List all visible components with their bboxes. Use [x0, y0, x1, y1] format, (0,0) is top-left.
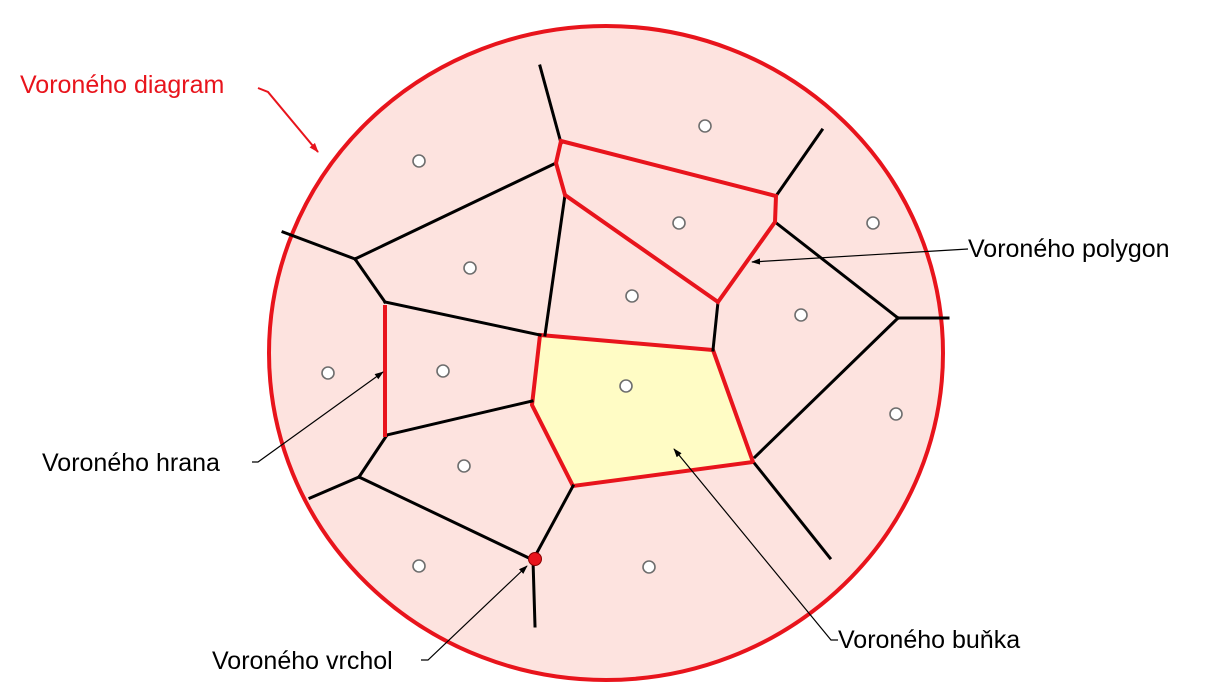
label-voronoi-edge: Voroného hrana [42, 449, 220, 477]
voronoi-edge [531, 558, 537, 628]
voronoi-polygon-outline [553, 138, 779, 305]
voronoi-edge [752, 315, 901, 460]
voronoi-cell-highlighted [529, 332, 756, 489]
site-point [698, 119, 712, 133]
voronoi-edge [385, 399, 534, 437]
leader-edge [252, 371, 384, 463]
site-point [436, 364, 450, 378]
voronoi-edge [530, 483, 576, 563]
site-point [619, 379, 633, 393]
voronoi-edge [281, 230, 357, 261]
site-point [794, 308, 808, 322]
site-point [412, 154, 426, 168]
voronoi-edge [543, 193, 567, 337]
voronoi-vertex-marker [528, 552, 542, 566]
site-point [672, 216, 686, 230]
leader-lines [252, 87, 969, 661]
label-voronoi-polygon: Voroného polygon [968, 235, 1170, 263]
leader-vertex [421, 565, 528, 661]
site-point [866, 216, 880, 230]
leader-polygon [751, 248, 969, 265]
leader-cell [673, 448, 838, 641]
site-point [457, 459, 471, 473]
voronoi-edges [281, 64, 950, 628]
voronoi-edge [383, 300, 542, 337]
site-point [642, 560, 656, 574]
voronoi-edge [773, 127, 825, 199]
label-voronoi-vertex: Voroného vrchol [212, 647, 393, 675]
leader-diagram [257, 87, 319, 153]
voronoi-sites [321, 119, 903, 574]
site-point [321, 366, 335, 380]
site-point [463, 261, 477, 275]
voronoi-edge [357, 475, 535, 562]
voronoi-edge [772, 219, 901, 321]
voronoi-edge [538, 64, 563, 145]
site-point [412, 559, 426, 573]
voronoi-edge [352, 256, 388, 305]
voronoi-edge [752, 461, 833, 561]
site-point [889, 407, 903, 421]
label-voronoi-cell: Voroného buňka [838, 626, 1020, 654]
voronoi-edge [308, 475, 361, 500]
voronoi-edge [711, 300, 720, 352]
label-voronoi-diagram: Voroného diagram [20, 71, 224, 99]
voronoi-edge [352, 160, 559, 262]
voronoi-edge [356, 432, 390, 480]
site-point [625, 289, 639, 303]
